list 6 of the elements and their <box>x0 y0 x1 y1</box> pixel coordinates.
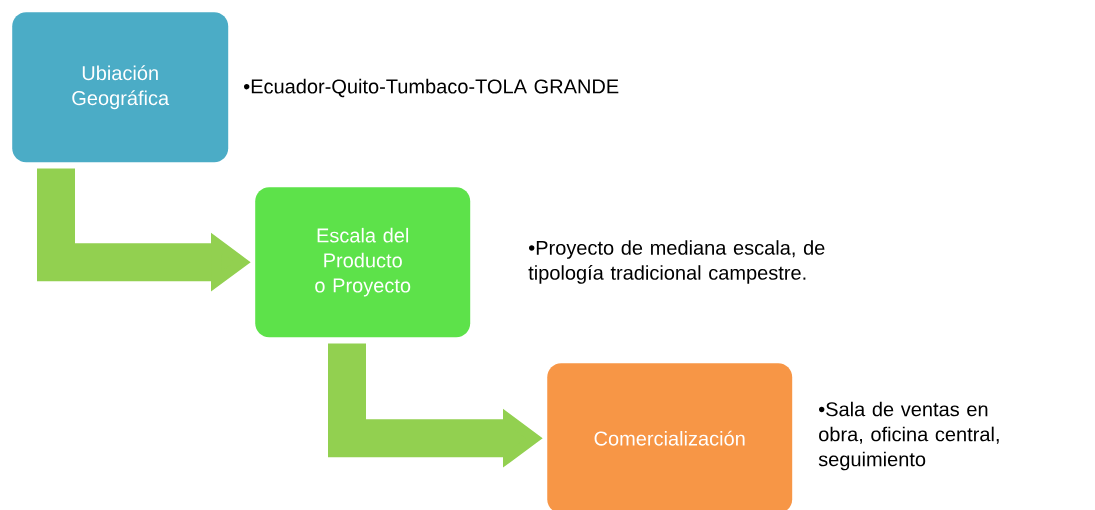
process-box: Comercialización <box>547 363 793 510</box>
bullet-text: •Proyecto de mediana escala, de tipología tradicional campestre. <box>528 240 825 284</box>
bullet-text: •Sala de ventas en obra, oficina central, seguimiento <box>818 401 999 471</box>
process-box: Escala del Producto o Proyecto <box>255 187 471 338</box>
process-box: Ubiación Geográfica <box>12 12 229 163</box>
bullet-text: •Ecuador-Quito-Tumbaco-TOLA GRANDE <box>244 78 619 98</box>
